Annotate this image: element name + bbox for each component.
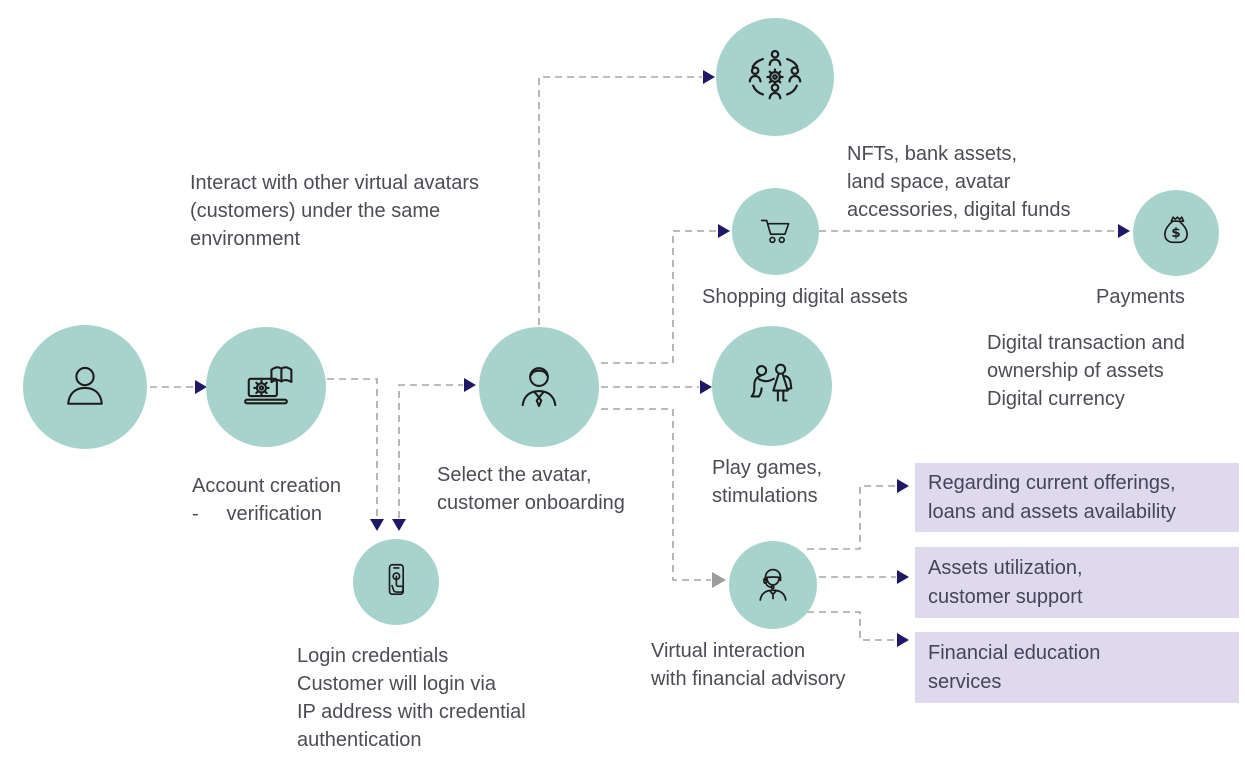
connector-shopping-payments [819,224,1130,238]
connector-onboarding-games [601,380,712,394]
login-label: Login credentials Customer will login vi… [297,645,526,751]
person-icon [67,366,103,405]
community-label: Interact with other virtual avatars (cus… [190,172,480,250]
connector-account-login [327,378,384,531]
account-label: Account creation - verification [192,475,341,525]
shopping-note: NFTs, bank assets, land space, avatar ac… [847,143,1071,221]
support-agent-icon [759,568,787,601]
connector-login-onboarding [392,378,476,531]
shopping-node [732,188,819,275]
payments-label: Payments [1096,286,1185,308]
phone-touch-icon [388,563,405,596]
shopping-label: Shopping digital assets [702,286,908,308]
play-games-label: Play games, stimulations [712,457,823,507]
advisory-label: Virtual interaction with financial advis… [651,640,846,690]
service-box-offerings: Regarding current offerings, loans and a… [915,463,1239,532]
money-bag-icon: $ [1164,216,1188,244]
advisory-node [729,541,817,629]
play-games-node [712,326,832,446]
shopping-cart-icon [760,219,789,243]
connector-onboarding-community [538,70,715,325]
connector-advisory-box3 [807,611,909,647]
service-box-education: Financial education services [915,632,1239,703]
dollar-symbol: $ [1171,225,1181,241]
login-node [353,539,439,625]
connector-customer-account [150,380,207,394]
select-avatar-node [479,327,599,447]
community-node [716,18,834,136]
account-creation-node [206,327,326,447]
laptop-learning-icon [244,366,293,405]
payments-node: $ [1133,190,1219,276]
service-box-utilization: Assets utilization, customer support [915,547,1239,618]
payments-note: Digital transaction and ownership of ass… [987,332,1185,410]
connector-advisory-box2 [819,570,909,584]
service-box-education-text: Financial education services [928,642,1101,693]
select-avatar-label: Select the avatar, customer onboarding [437,464,625,514]
avatar-icon [521,367,557,408]
connector-onboarding-shopping [601,224,730,364]
service-box-utilization-text: Assets utilization, customer support [928,557,1083,608]
customer-node [23,325,147,449]
service-box-offerings-text: Regarding current offerings, loans and a… [928,472,1176,523]
connector-advisory-box1 [807,479,909,550]
dancing-people-icon [750,363,793,402]
avatar-network-icon [748,49,802,100]
connector-onboarding-advisory [601,408,726,588]
